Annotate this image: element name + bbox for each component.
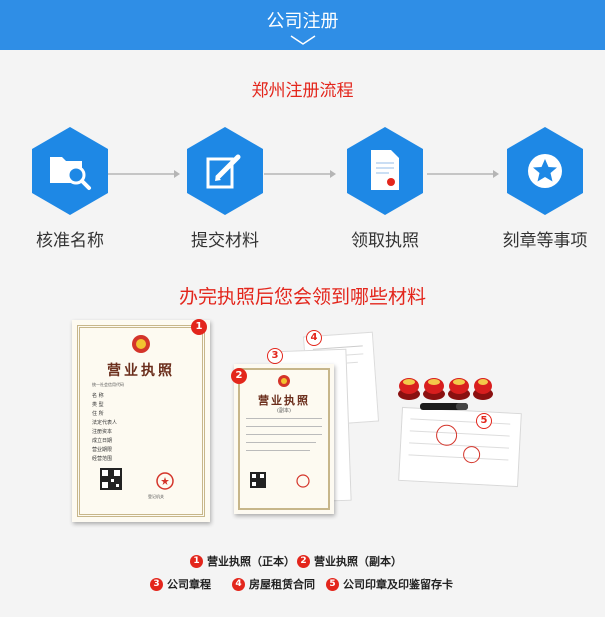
license-field: 注册资本 [92, 429, 113, 435]
step-label: 刻章等事项 [502, 231, 588, 251]
license-original-image: 营业执照 统一社会信用代码 名 称 类 型 住 所 法定代表人 注册资本 成立日… [72, 320, 210, 522]
badge-4: 4 [306, 330, 322, 346]
license-field: 住 所 [92, 411, 104, 417]
license-field: 成立日期 [92, 438, 113, 444]
seal-stamp-icon [436, 424, 458, 446]
badge-2: 2 [231, 368, 247, 384]
legend-item-5: 5 公司印章及印鉴留存卡 [326, 576, 453, 592]
legend-number: 2 [297, 554, 310, 568]
edit-document-icon [206, 154, 241, 189]
authority-label: 登记机关 [148, 494, 164, 499]
license-copy-image: 营业执照 (副本) [234, 364, 334, 514]
legend-item-3: 3 公司章程 [150, 576, 211, 592]
step-receive-license: 领取执照 [335, 125, 435, 255]
legend-text: 营业执照（正本） [207, 555, 295, 568]
process-title: 郑州注册流程 [251, 81, 354, 101]
legend-text: 公司印章及印鉴留存卡 [343, 578, 453, 591]
legend-text: 房屋租赁合同 [249, 578, 315, 591]
license-field: 名 称 [92, 393, 104, 399]
legend-item-2: 2 营业执照（副本） [297, 553, 402, 569]
folder-search-icon [50, 157, 91, 190]
red-seal-icon [156, 472, 174, 490]
license-copy-sub: (副本) [277, 408, 291, 414]
top-banner: 公司注册 [0, 0, 605, 50]
step-name-approval: 核准名称 [20, 125, 120, 255]
legend-item-4: 4 房屋租赁合同 [232, 576, 315, 592]
legend-number: 4 [232, 577, 245, 591]
step-label: 提交材料 [191, 231, 259, 251]
seal-card-image [398, 406, 522, 488]
national-emblem-icon [132, 335, 150, 353]
badge-3: 3 [267, 348, 283, 364]
step-label: 核准名称 [36, 231, 104, 251]
step-label: 领取执照 [351, 231, 419, 251]
national-emblem-icon [278, 375, 290, 387]
legend-number: 3 [150, 577, 163, 591]
license-field: 营业期限 [92, 447, 113, 453]
banner-title: 公司注册 [266, 11, 339, 32]
step-seal-matters: 刻章等事项 [495, 125, 595, 255]
badge-1: 1 [191, 319, 207, 335]
qr-code-icon [250, 472, 266, 488]
license-field: 类 型 [92, 402, 104, 408]
qr-code-icon [100, 468, 122, 490]
legend-number: 5 [326, 577, 339, 591]
license-field: 经营范围 [92, 456, 113, 462]
company-seals-icon [398, 378, 493, 400]
license-heading: 营业执照 [107, 363, 175, 379]
chevron-down-icon [290, 35, 316, 45]
step-submit-materials: 提交材料 [175, 125, 275, 255]
star-seal-icon [528, 154, 562, 188]
credit-code-label: 统一社会信用代码 [92, 382, 124, 387]
license-field: 法定代表人 [92, 420, 118, 426]
license-copy-heading: 营业执照 [258, 394, 310, 407]
license-field-list: 名 称 类 型 住 所 法定代表人 注册资本 成立日期 营业期限 经营范围 [92, 392, 192, 464]
badge-5: 5 [476, 413, 492, 429]
license-document-icon [371, 150, 399, 190]
red-seal-icon [296, 474, 310, 488]
arrow-right-icon [264, 170, 336, 178]
legend-text: 营业执照（副本） [314, 555, 402, 568]
arrow-right-icon [108, 170, 180, 178]
arrow-right-icon [427, 170, 499, 178]
seal-pen-icon [420, 403, 468, 410]
legend-number: 1 [190, 554, 203, 568]
legend-text: 公司章程 [167, 578, 211, 591]
materials-title: 办完执照后您会领到哪些材料 [178, 286, 426, 308]
legend-item-1: 1 营业执照（正本） [190, 553, 295, 569]
seal-stamp-icon [463, 446, 481, 464]
